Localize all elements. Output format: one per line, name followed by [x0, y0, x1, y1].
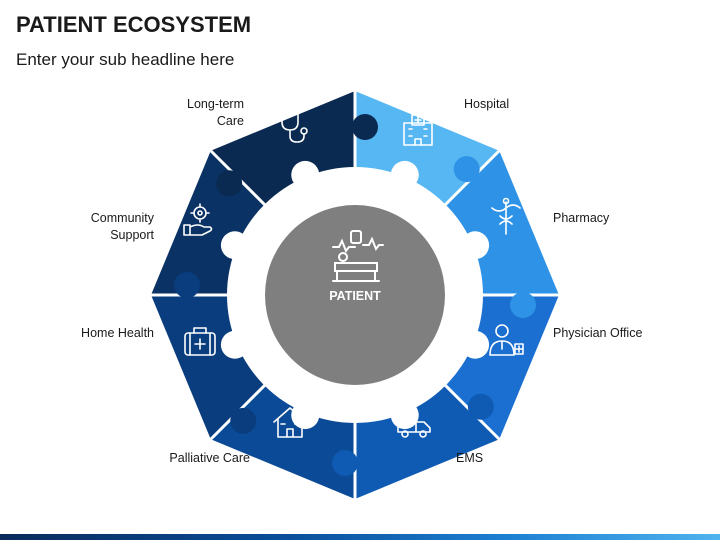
doctor-icon	[489, 324, 524, 356]
puzzle-tab	[216, 170, 243, 197]
puzzle-tab	[352, 114, 378, 140]
puzzle-tab	[174, 272, 200, 298]
ring-knob	[461, 231, 490, 260]
medical-kit-icon	[184, 327, 216, 356]
label-physician-office: Physician Office	[553, 326, 643, 340]
puzzle-tab	[332, 450, 358, 476]
label-home-health: Home Health	[81, 326, 154, 340]
puzzle-tab	[230, 407, 257, 434]
bottom-accent-bar	[0, 534, 720, 540]
label-ems: EMS	[456, 451, 484, 465]
hospital-building-icon	[403, 114, 433, 146]
caduceus-icon	[491, 197, 521, 235]
label-hospital: Hospital	[464, 97, 510, 111]
stethoscope-icon	[281, 113, 308, 143]
center-circle	[265, 205, 445, 385]
ring-knob	[220, 330, 249, 359]
ring-knob	[291, 160, 320, 189]
center-label: PATIENT	[329, 289, 381, 303]
ring-knob	[220, 231, 249, 260]
house-icon	[273, 407, 307, 438]
puzzle-tab	[510, 292, 536, 318]
puzzle-tab	[453, 156, 480, 183]
ring-knob	[461, 330, 490, 359]
ambulance-icon	[397, 405, 431, 438]
label-community-support: Community Support	[90, 211, 154, 242]
label-pharmacy: Pharmacy	[553, 211, 610, 225]
page-title: PATIENT ECOSYSTEM	[16, 12, 252, 37]
hospital-bed-icon	[332, 230, 384, 282]
label-long-term-care: Long-term Care	[187, 97, 244, 128]
puzzle-tab	[467, 393, 494, 420]
page-subtitle: Enter your sub headline here	[16, 50, 235, 69]
gear-hand-icon	[183, 203, 213, 236]
ring-knob	[291, 401, 320, 430]
ring-knob	[390, 160, 419, 189]
label-palliative-care: Palliative Care	[169, 451, 250, 465]
